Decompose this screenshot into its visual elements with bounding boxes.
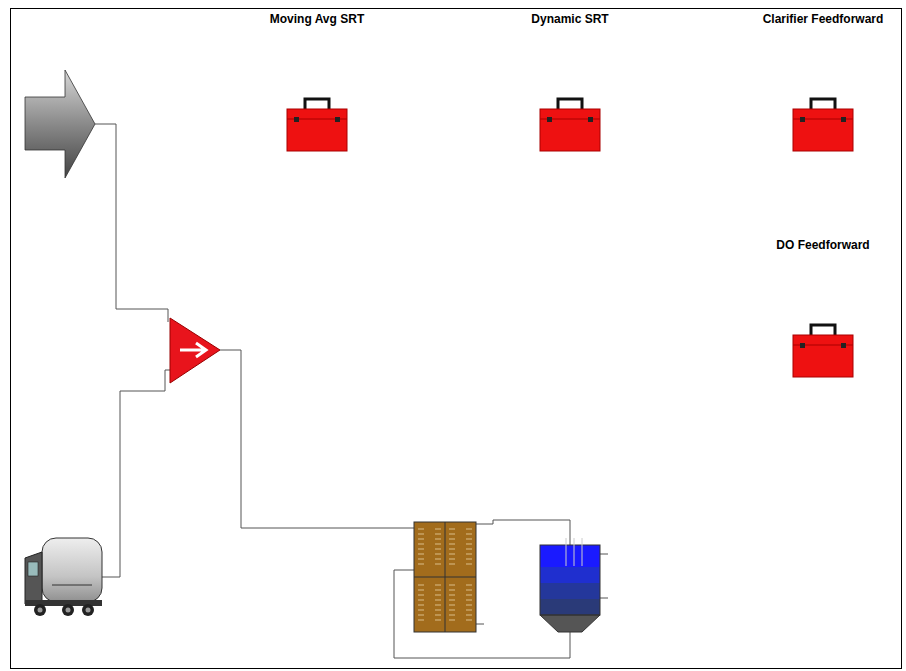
toolbox-icon [792, 96, 854, 152]
toolbox-node: Clarifier Feedforward [759, 12, 888, 152]
tool-label: Clarifier Feedforward [759, 12, 888, 26]
mixer-arrow [180, 343, 206, 357]
septage-truck [25, 538, 102, 616]
mixer-symbol [170, 318, 220, 383]
clarifier [540, 538, 600, 632]
toolbox-node: Dynamic SRT [527, 12, 613, 152]
influent-arrow [25, 70, 95, 178]
toolbox-icon [792, 322, 854, 378]
tool-label: Dynamic SRT [527, 12, 613, 26]
pipes [95, 124, 608, 658]
toolbox-icon [539, 96, 601, 152]
frame [11, 9, 902, 669]
toolbox-node: Moving Avg SRT [266, 12, 369, 152]
toolbox-node: DO Feedforward [772, 238, 874, 378]
tool-label: Moving Avg SRT [266, 12, 369, 26]
bioreactor [414, 522, 476, 632]
tool-label: DO Feedforward [772, 238, 874, 252]
toolbox-icon [286, 96, 348, 152]
